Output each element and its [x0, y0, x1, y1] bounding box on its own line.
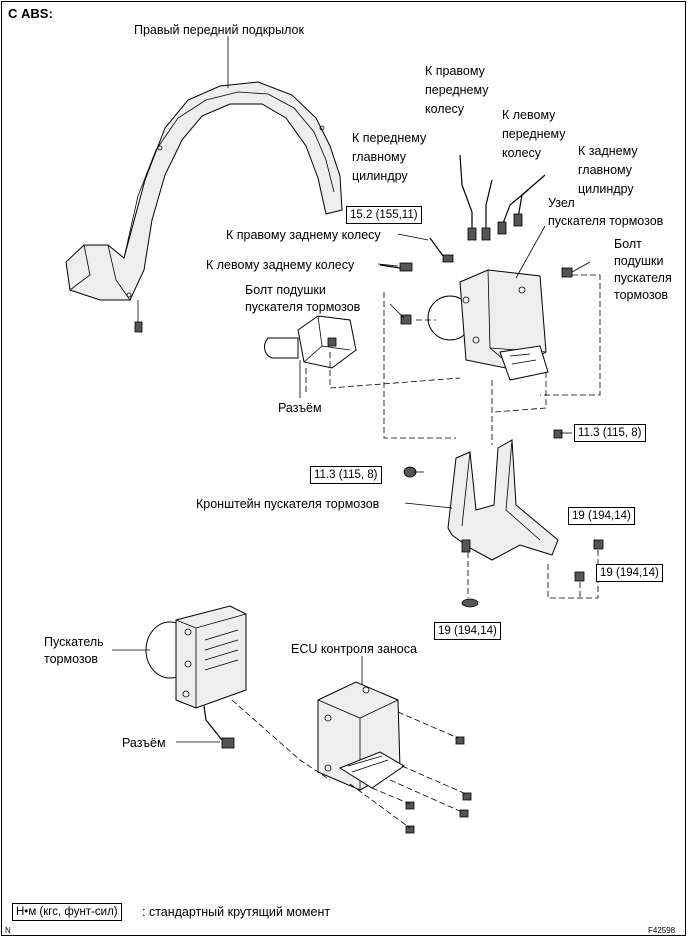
actuator-assembly-part — [427, 269, 549, 381]
legend-text: : стандартный крутящий момент — [142, 905, 331, 919]
label-front-master-cylinder: К переднему главному цилиндру — [352, 131, 427, 183]
ecu-screw-5 — [405, 825, 415, 834]
dashed-lines — [231, 274, 601, 829]
legend-torque-box: Н•м (кгс, фунт-сил) — [12, 903, 122, 921]
page-title: С ABS: — [8, 6, 53, 21]
torque-box-4: 19 (194,14) — [568, 507, 635, 525]
footer-code: F42598 — [648, 926, 676, 935]
label-rear-master-cylinder: К заднему главному цилиндру — [578, 144, 638, 196]
torque-box-1: 15.2 (155,11) — [346, 206, 422, 224]
label-right-rear-wheel: К правому заднему колесу — [226, 228, 381, 242]
label-connector-bottom: Разъём — [122, 736, 166, 750]
label-actuator: Пускатель тормозов — [44, 635, 104, 666]
actuator-part — [145, 605, 247, 749]
cushion-bolt-right — [561, 267, 573, 278]
label-fender-liner: Правый передний подкрылок — [134, 23, 304, 37]
footer-left: N — [5, 926, 11, 935]
ecu-part — [317, 681, 472, 834]
label-ecu: ECU контроля заноса — [291, 642, 417, 656]
torque-box-6: 19 (194,14) — [434, 622, 501, 640]
ecu-screw-1 — [455, 736, 465, 745]
bracket-part — [403, 429, 604, 608]
label-right-front-wheel: К правому переднему колесу — [425, 64, 489, 116]
torque-box-3: 11.3 (115, 8) — [310, 466, 382, 484]
label-cushion-bolt-left: Болт подушки пускателя тормозов — [245, 283, 361, 314]
cushion-bolt-left — [400, 314, 412, 325]
ecu-screw-2 — [462, 792, 472, 801]
torque-box-5: 19 (194,14) — [596, 564, 663, 582]
ecu-screw-4 — [405, 801, 415, 810]
connector-top-part — [264, 315, 357, 369]
label-actuator-bracket: Кронштейн пускателя тормозов — [196, 497, 380, 511]
label-left-rear-wheel: К левому заднему колесу — [206, 258, 355, 272]
label-cushion-bolt-right: Болт подушки пускателя тормозов — [614, 237, 672, 302]
brake-pipes — [379, 154, 546, 272]
label-connector-top: Разъём — [278, 401, 322, 415]
leader-lines — [112, 36, 572, 743]
label-left-front-wheel: К левому переднему колесу — [502, 108, 566, 160]
torque-box-2: 11.3 (115, 8) — [574, 424, 646, 442]
label-actuator-assembly: Узел пускателя тормозов — [548, 196, 664, 228]
ecu-screw-3 — [459, 809, 469, 818]
fender-liner-part — [65, 81, 343, 333]
